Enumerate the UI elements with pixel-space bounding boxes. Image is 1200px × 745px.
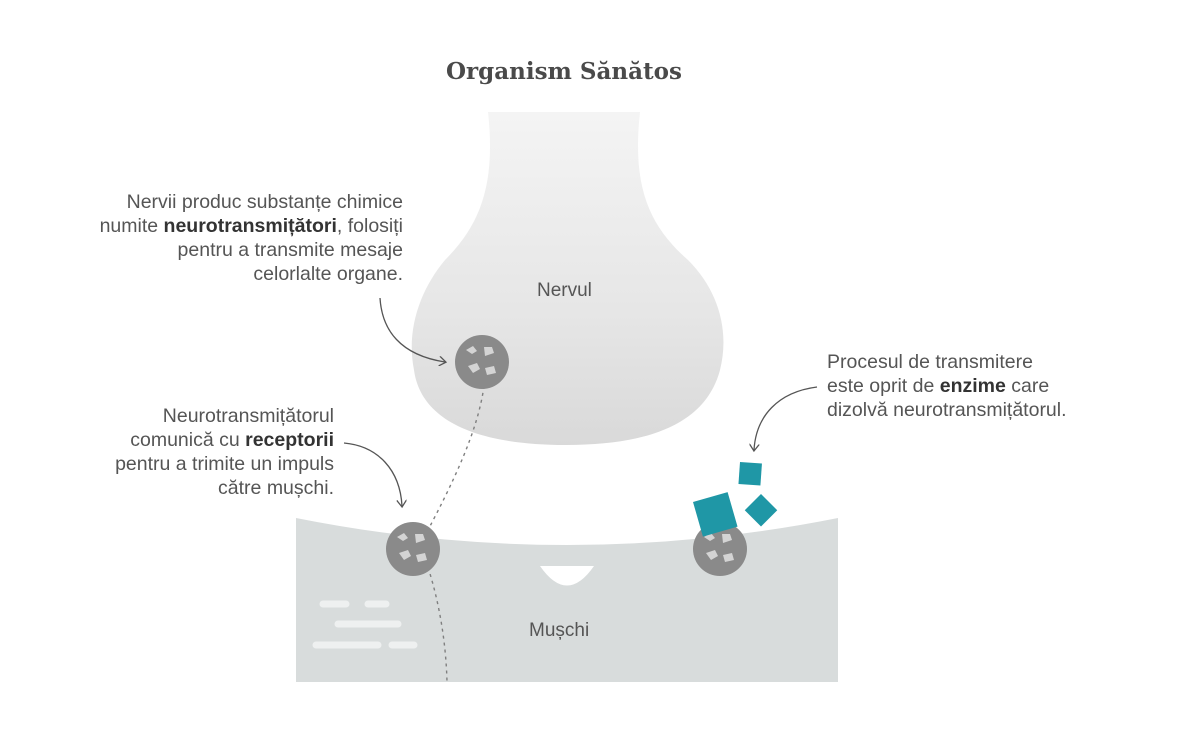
neurotransmitters-term: neurotransmițători: [163, 215, 337, 237]
annotation-line: celorlalte organe.: [253, 263, 403, 285]
annotation-line: pentru a transmite mesaje: [177, 239, 403, 261]
vesicle-receptor: [386, 522, 440, 576]
receptors-term: receptorii: [245, 429, 334, 451]
diagram-title: Organism Sănătos: [446, 58, 682, 85]
annotation-neurotransmitters: Nervii produc substanțe chimice numite n…: [100, 190, 403, 286]
annotation-line: este oprit de enzime care: [827, 375, 1050, 397]
arrow-neurotransmitters: [379, 297, 445, 362]
nerve-label: Nervul: [537, 280, 592, 301]
nerve-terminal: [411, 112, 724, 445]
annotation-receptors: Neurotransmițătorul comunică cu receptor…: [115, 404, 334, 500]
enzymes-term: enzime: [939, 375, 1006, 397]
annotation-line: dizolvă neurotransmițătorul.: [827, 399, 1067, 421]
enzyme-square-large: [693, 492, 738, 537]
annotation-line: Neurotransmițătorul: [162, 405, 334, 427]
annotation-line: Procesul de transmitere: [827, 351, 1033, 373]
arrow-receptors: [343, 442, 402, 506]
muscle-label: Mușchi: [529, 620, 590, 641]
arrow-enzymes: [754, 386, 818, 450]
annotation-enzymes: Procesul de transmitere este oprit de en…: [827, 350, 1067, 422]
enzyme-square-small: [738, 462, 762, 486]
neurotransmitter-path: [419, 385, 485, 683]
muscle-fibers: [312, 600, 418, 649]
annotation-line: comunică cu receptorii: [130, 429, 334, 451]
vesicle-nerve: [455, 335, 509, 389]
annotation-line: către mușchi.: [218, 477, 334, 499]
annotation-line: Nervii produc substanțe chimice: [126, 191, 403, 213]
enzyme-square-medium: [744, 494, 778, 527]
annotation-line: numite neurotransmițători, folosiți: [99, 215, 403, 237]
annotation-line: pentru a trimite un impuls: [115, 453, 334, 475]
muscle-shape: [296, 518, 838, 682]
enzymes: [693, 462, 778, 537]
receptor-notch: [540, 566, 594, 586]
